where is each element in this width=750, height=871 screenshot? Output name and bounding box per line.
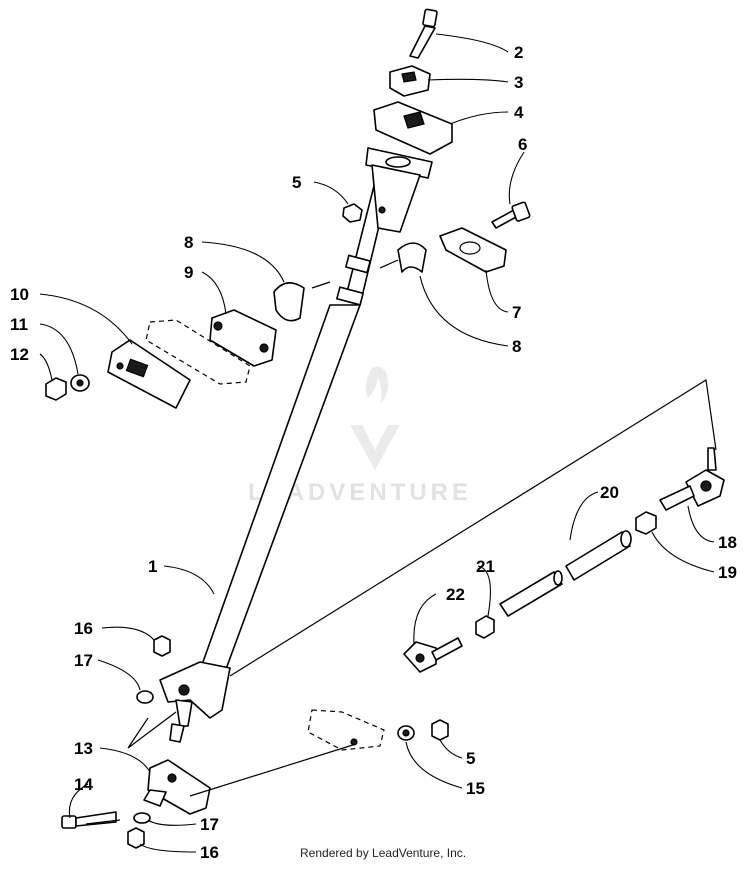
callout-16-upper: 16: [74, 619, 93, 638]
bushing-part-8-left: [273, 282, 305, 322]
steering-post: [159, 147, 433, 743]
leader-lines: [39, 33, 715, 853]
plate-outline-lower: [307, 709, 385, 751]
washer-part-15: [397, 725, 415, 741]
callout-22: 22: [446, 585, 465, 604]
nut-part-5-upper: [342, 203, 363, 223]
bolt-part-6: [491, 201, 531, 229]
washer-part-11: [70, 374, 90, 392]
callout-15: 15: [466, 779, 485, 798]
callout-10: 10: [10, 285, 29, 304]
bolt-part-2: [409, 8, 438, 59]
watermark-logo: [350, 366, 400, 470]
reference-lines: [85, 259, 717, 825]
bolt-part-14: [61, 811, 117, 829]
tie-rod-part-21: [475, 570, 563, 639]
callout-5-lower: 5: [466, 749, 475, 768]
callout-21: 21: [476, 557, 495, 576]
sleeve-part-20: [565, 530, 632, 581]
callout-12: 12: [10, 345, 29, 364]
callout-7: 7: [512, 303, 521, 322]
callout-8-left: 8: [184, 233, 193, 252]
callout-11: 11: [10, 315, 28, 334]
pitman-bracket-part-13: [143, 759, 211, 815]
nut-part-16-lower: [127, 827, 145, 849]
callout-13: 13: [74, 739, 93, 758]
callout-3: 3: [514, 73, 523, 92]
callout-17-upper: 17: [74, 651, 93, 670]
callout-2: 2: [514, 43, 523, 62]
nut-part-5-lower: [431, 719, 449, 741]
footer-credit: Rendered by LeadVenture, Inc.: [300, 846, 467, 860]
callout-16-lower: 16: [200, 843, 219, 862]
callout-18: 18: [718, 533, 737, 552]
callout-17-lower: 17: [200, 815, 219, 834]
bearing-cap-part-7: [439, 227, 507, 273]
callout-6: 6: [518, 135, 527, 154]
callout-20: 20: [600, 483, 619, 502]
jam-nut-part-19: [635, 511, 657, 535]
washer-part-17-upper: [136, 690, 154, 704]
clamp-top-part-3: [389, 65, 431, 97]
callout-4: 4: [514, 103, 524, 122]
backing-plate-part-10: [107, 319, 251, 409]
tie-rod-end-part-18: [659, 447, 725, 511]
callout-9: 9: [184, 263, 193, 282]
clamp-block-part-4: [373, 101, 453, 155]
callout-19: 19: [718, 563, 737, 582]
callout-1: 1: [148, 557, 157, 576]
callout-5-upper: 5: [292, 173, 301, 192]
bearing-block-part-9: [209, 309, 277, 367]
callout-8-right: 8: [512, 337, 521, 356]
ball-joint-part-22: [403, 637, 463, 673]
nut-part-16-upper: [153, 635, 171, 657]
bushing-part-8-right: [397, 242, 427, 273]
callout-14: 14: [74, 775, 93, 794]
washer-part-17-lower: [133, 812, 151, 824]
nut-part-12: [45, 377, 67, 401]
